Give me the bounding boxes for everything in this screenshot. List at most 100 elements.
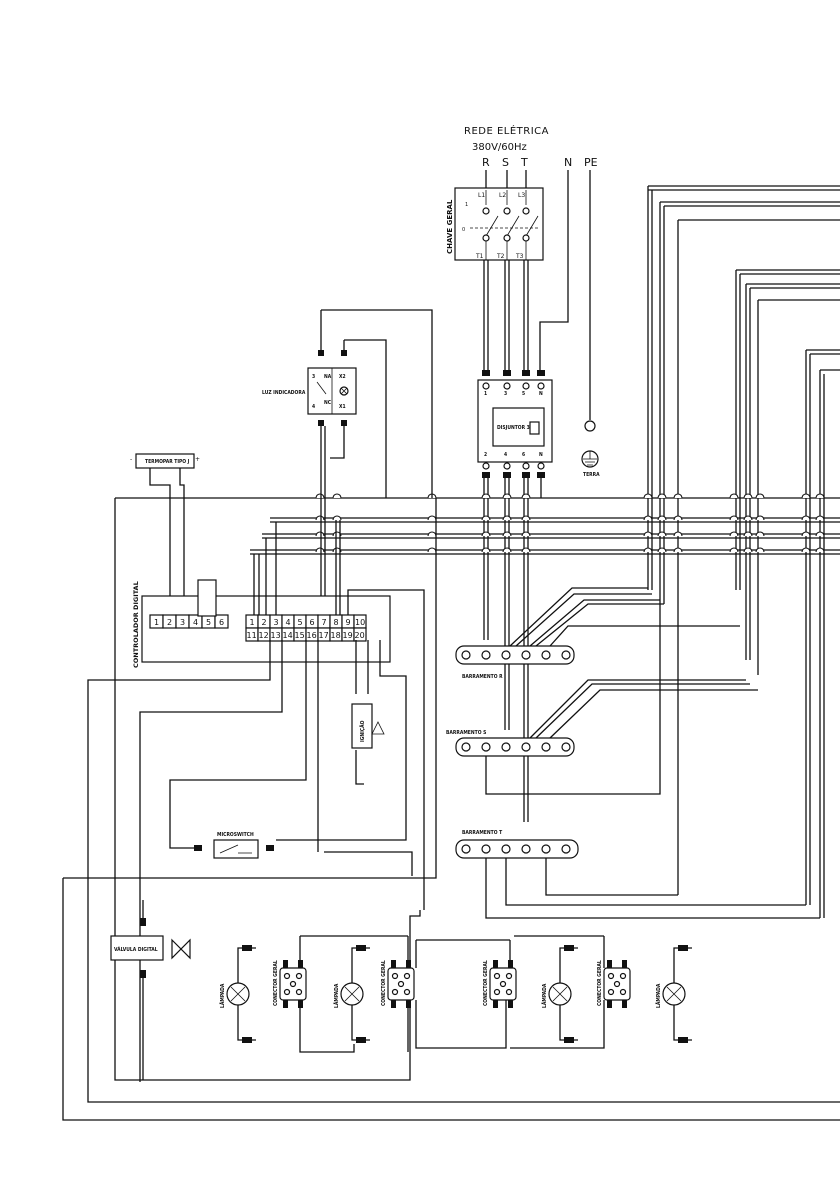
bus-s-label: BARRAMENTO S [446,730,486,736]
earth-symbol: TERRA [581,420,600,478]
controller-a-cell [214,614,229,629]
controller-b-bottom-terminal: 13 [271,631,281,640]
thermocouple: TERMOPAR TIPO J - + [130,453,200,615]
controller-b-top-terminal: 2 [262,618,267,627]
thermocouple-label: TERMOPAR TIPO J [145,459,190,465]
t1-label: T1 [475,253,484,260]
controller-b-top-terminal: 6 [310,618,315,627]
supply-spec: 380V/60Hz [472,142,527,153]
valve: VÁLVULA DIGITAL [110,900,191,1080]
controller-b-bottom-terminal: 15 [295,631,305,640]
trunk-wires [115,185,840,918]
controller-b-bottom-terminal: 18 [331,631,341,640]
connector-label: CONECTOR GERAL [483,960,489,1006]
controller-b-bottom-terminal: 16 [307,631,317,640]
controller-b-bottom-terminal: 14 [283,631,293,640]
breaker-bottom-4: 4 [504,452,507,458]
lamp-label: LÂMPADA [333,983,340,1008]
controller-b-top-terminal: 1 [250,618,255,627]
lamp: LÂMPADA [541,945,578,1043]
lamp-term-x2: X2 [339,374,346,380]
controller-b-bottom-terminal: 17 [319,631,329,640]
breaker: DISJUNTOR 3P 1 3 5 N 2 4 6 N [477,370,553,478]
main-switch-label: CHAVE GERAL [446,199,454,254]
lamp-contact-nc: NC [324,400,332,406]
indicator-lamp-label: LUZ INDICADORA [262,390,306,396]
pos-0-label: 0 [462,227,465,233]
supply-wires [485,170,591,420]
lamp-row: LÂMPADA LÂMPADA LÂMPADA LÂMPADA CONECTOR GER… [219,945,692,1043]
thermocouple-minus: - [130,456,132,463]
ignition-label: IGNIÇÃO [359,720,366,742]
microswitch-label: MICROSWITCH [217,832,254,838]
lamp: LÂMPADA [655,945,692,1043]
bus-t-label: BARRAMENTO T [462,830,503,836]
connector: CONECTOR GERAL [597,960,631,1008]
breaker-bottom-n: N [539,452,543,458]
phase-r-label: R [482,156,490,169]
lamp-label: LÂMPADA [541,983,548,1008]
lamp-contact-na: NA [324,374,332,380]
controller-b-bottom-terminal: 19 [343,631,353,640]
t3-label: T3 [515,253,524,260]
lamp-term-3: 3 [312,374,315,380]
lamp-label: LÂMPADA [219,983,226,1008]
lamp: LÂMPADA [219,945,256,1043]
breaker-bottom-2: 2 [484,452,487,458]
microswitch: MICROSWITCH [194,832,274,859]
breaker-top-1: 1 [484,391,487,397]
breaker-bottom-6: 6 [522,452,525,458]
l2-label: L2 [499,192,506,199]
breaker-top-3: 3 [504,391,507,397]
phase-s-label: S [502,156,509,169]
connector-label: CONECTOR GERAL [381,960,387,1006]
breaker-top-n: N [539,391,543,397]
connector-label: CONECTOR GERAL [597,960,603,1006]
controller-b-top-terminal: 4 [286,618,291,627]
controller-b-bottom-terminal: 20 [355,631,365,640]
controller-a-terminal: 5 [206,618,211,627]
controller-b-bottom-terminal: 12 [259,631,269,640]
earth-symbol-label: TERRA [583,472,600,478]
switch-to-breaker-wires [483,260,529,370]
controller-a-terminal: 1 [154,618,159,627]
connector: CONECTOR GERAL [273,960,307,1008]
connector: CONECTOR GERAL [483,960,517,1008]
connector: CONECTOR GERAL [381,960,415,1008]
breaker-label: DISJUNTOR 3P [497,425,534,431]
earth-label: PE [584,156,598,169]
controller-a-terminal: 4 [193,618,198,627]
controller-b-top-terminal: 9 [346,618,351,627]
valve-label: VÁLVULA DIGITAL [114,946,158,953]
main-switch: CHAVE GERAL L1 L2 L3 T1 T2 T3 1 0 [446,187,544,261]
breaker-top-5: 5 [522,391,525,397]
lamp-term-x1: X1 [339,404,346,410]
bus-r-label: BARRAMENTO R [462,674,503,680]
pos-1-label: 1 [465,202,468,208]
bus-t: BARRAMENTO T [455,830,820,919]
neutral-label: N [564,156,572,169]
lamp-label: LÂMPADA [655,983,662,1008]
t2-label: T2 [496,253,505,260]
controller-a-terminal: 3 [180,618,185,627]
bus-r: BARRAMENTO R [455,587,740,680]
lamp-wires [299,935,605,1053]
lamp-term-4: 4 [312,404,315,410]
controller-output-wires [62,498,840,1121]
indicator-lamp: LUZ INDICADORA 3 4 X1 X2 NA NC [262,309,433,615]
bus-s: BARRAMENTO S [446,604,758,795]
phase-t-label: T [520,156,528,169]
supply-title: REDE ELÉTRICA [464,124,549,137]
thermocouple-plus: + [195,456,200,463]
controller-a-terminal: 6 [219,618,224,627]
wire-crossovers [315,493,825,553]
controller-b-bottom-cell [353,627,367,642]
connector-label: CONECTOR GERAL [273,960,279,1006]
controller-b-top-terminal: 10 [355,618,365,627]
ignition-box: IGNIÇÃO [351,703,385,749]
controller-a-terminal: 2 [167,618,172,627]
